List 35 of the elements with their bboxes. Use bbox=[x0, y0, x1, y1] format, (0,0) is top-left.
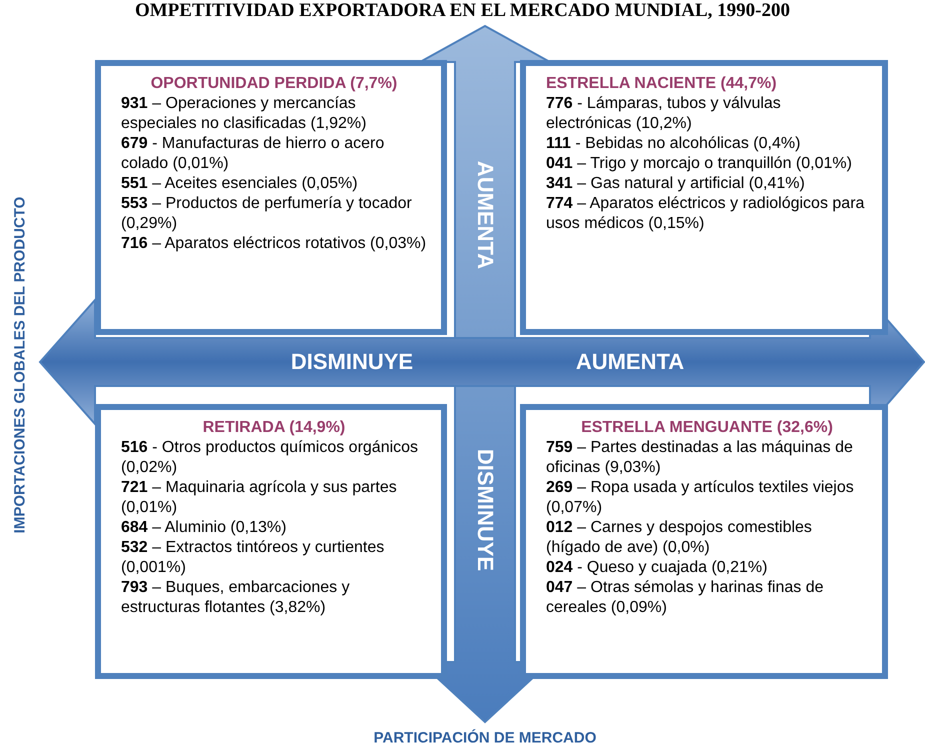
axis-title: PARTICIPACIÓN DE MERCADO bbox=[374, 730, 596, 746]
product-item: 553 – Productos de perfumería y tocador (0,29%) bbox=[121, 194, 413, 234]
product-item: 341 – Gas natural y artificial (0,41%) bbox=[546, 174, 806, 194]
product-item: 776 - Lámparas, tubos y válvulas electrónicas (10,2%) bbox=[546, 94, 782, 134]
product-item: 793 – Buques, embarcaciones y estructuras flotantes (3,82%) bbox=[121, 578, 351, 618]
direction-label: DISMINUYE bbox=[290, 349, 414, 375]
product-item: 024 - Queso y cuajada (0,21%) bbox=[546, 558, 768, 578]
axis-title: IMPORTACIONES GLOBALES DEL PRODUCTO bbox=[12, 196, 28, 534]
product-item: 532 – Extractos tintóreos y curtientes (0,001%) bbox=[121, 538, 386, 578]
quadrant-heading: ESTRELLA NACIENTE (44,7%) bbox=[546, 74, 778, 94]
title: OMPETITIVIDAD EXPORTADORA EN EL MERCADO MUNDIAL, 1990-200 bbox=[134, 0, 792, 22]
product-item: 041 – Trigo y morcajo o tranquillón (0,01%) bbox=[546, 154, 853, 174]
quadrant-box bbox=[95, 60, 447, 335]
quadrant-heading: RETIRADA (14,9%) bbox=[202, 418, 346, 438]
quadrant-box bbox=[520, 60, 888, 335]
direction-label: AUMENTA bbox=[576, 349, 684, 375]
direction-label: DISMINUYE bbox=[472, 448, 498, 572]
product-item: 774 – Aparatos eléctricos y radiológicos para usos médicos (0,15%) bbox=[546, 194, 866, 234]
product-item: 716 – Aparatos eléctricos rotativos (0,03%) bbox=[121, 234, 427, 254]
direction-label: AUMENTA bbox=[472, 160, 498, 270]
product-item: 721 – Maquinaria agrícola y sus partes (0,01%) bbox=[121, 478, 398, 518]
product-item: 012 – Carnes y despojos comestibles (hígado de ave) (0,0%) bbox=[546, 518, 813, 558]
quadrant-heading: ESTRELLA MENGUANTE (32,6%) bbox=[580, 418, 834, 438]
product-item: 551 – Aceites esenciales (0,05%) bbox=[121, 174, 359, 194]
product-item: 759 – Partes destinadas a las máquinas de oficinas (9,03%) bbox=[546, 438, 854, 478]
product-item: 516 - Otros productos químicos orgánicos (0,02%) bbox=[121, 438, 420, 478]
quadrant-box bbox=[520, 404, 888, 679]
product-item: 679 - Manufacturas de hierro o acero colado (0,01%) bbox=[121, 134, 386, 174]
quadrant-heading: OPORTUNIDAD PERDIDA (7,7%) bbox=[150, 74, 398, 94]
quadrant-box bbox=[95, 404, 447, 679]
product-item: 684 – Aluminio (0,13%) bbox=[121, 518, 288, 538]
product-item: 047 – Otras sémolas y harinas finas de cereales (0,09%) bbox=[546, 578, 824, 618]
product-item: 269 – Ropa usada y artículos textiles viejos (0,07%) bbox=[546, 478, 855, 518]
product-item: 931 – Operaciones y mercancías especiales no clasificadas (1,92%) bbox=[121, 94, 368, 134]
product-item: 111 - Bebidas no alcohólicas (0,4%) bbox=[546, 134, 802, 154]
